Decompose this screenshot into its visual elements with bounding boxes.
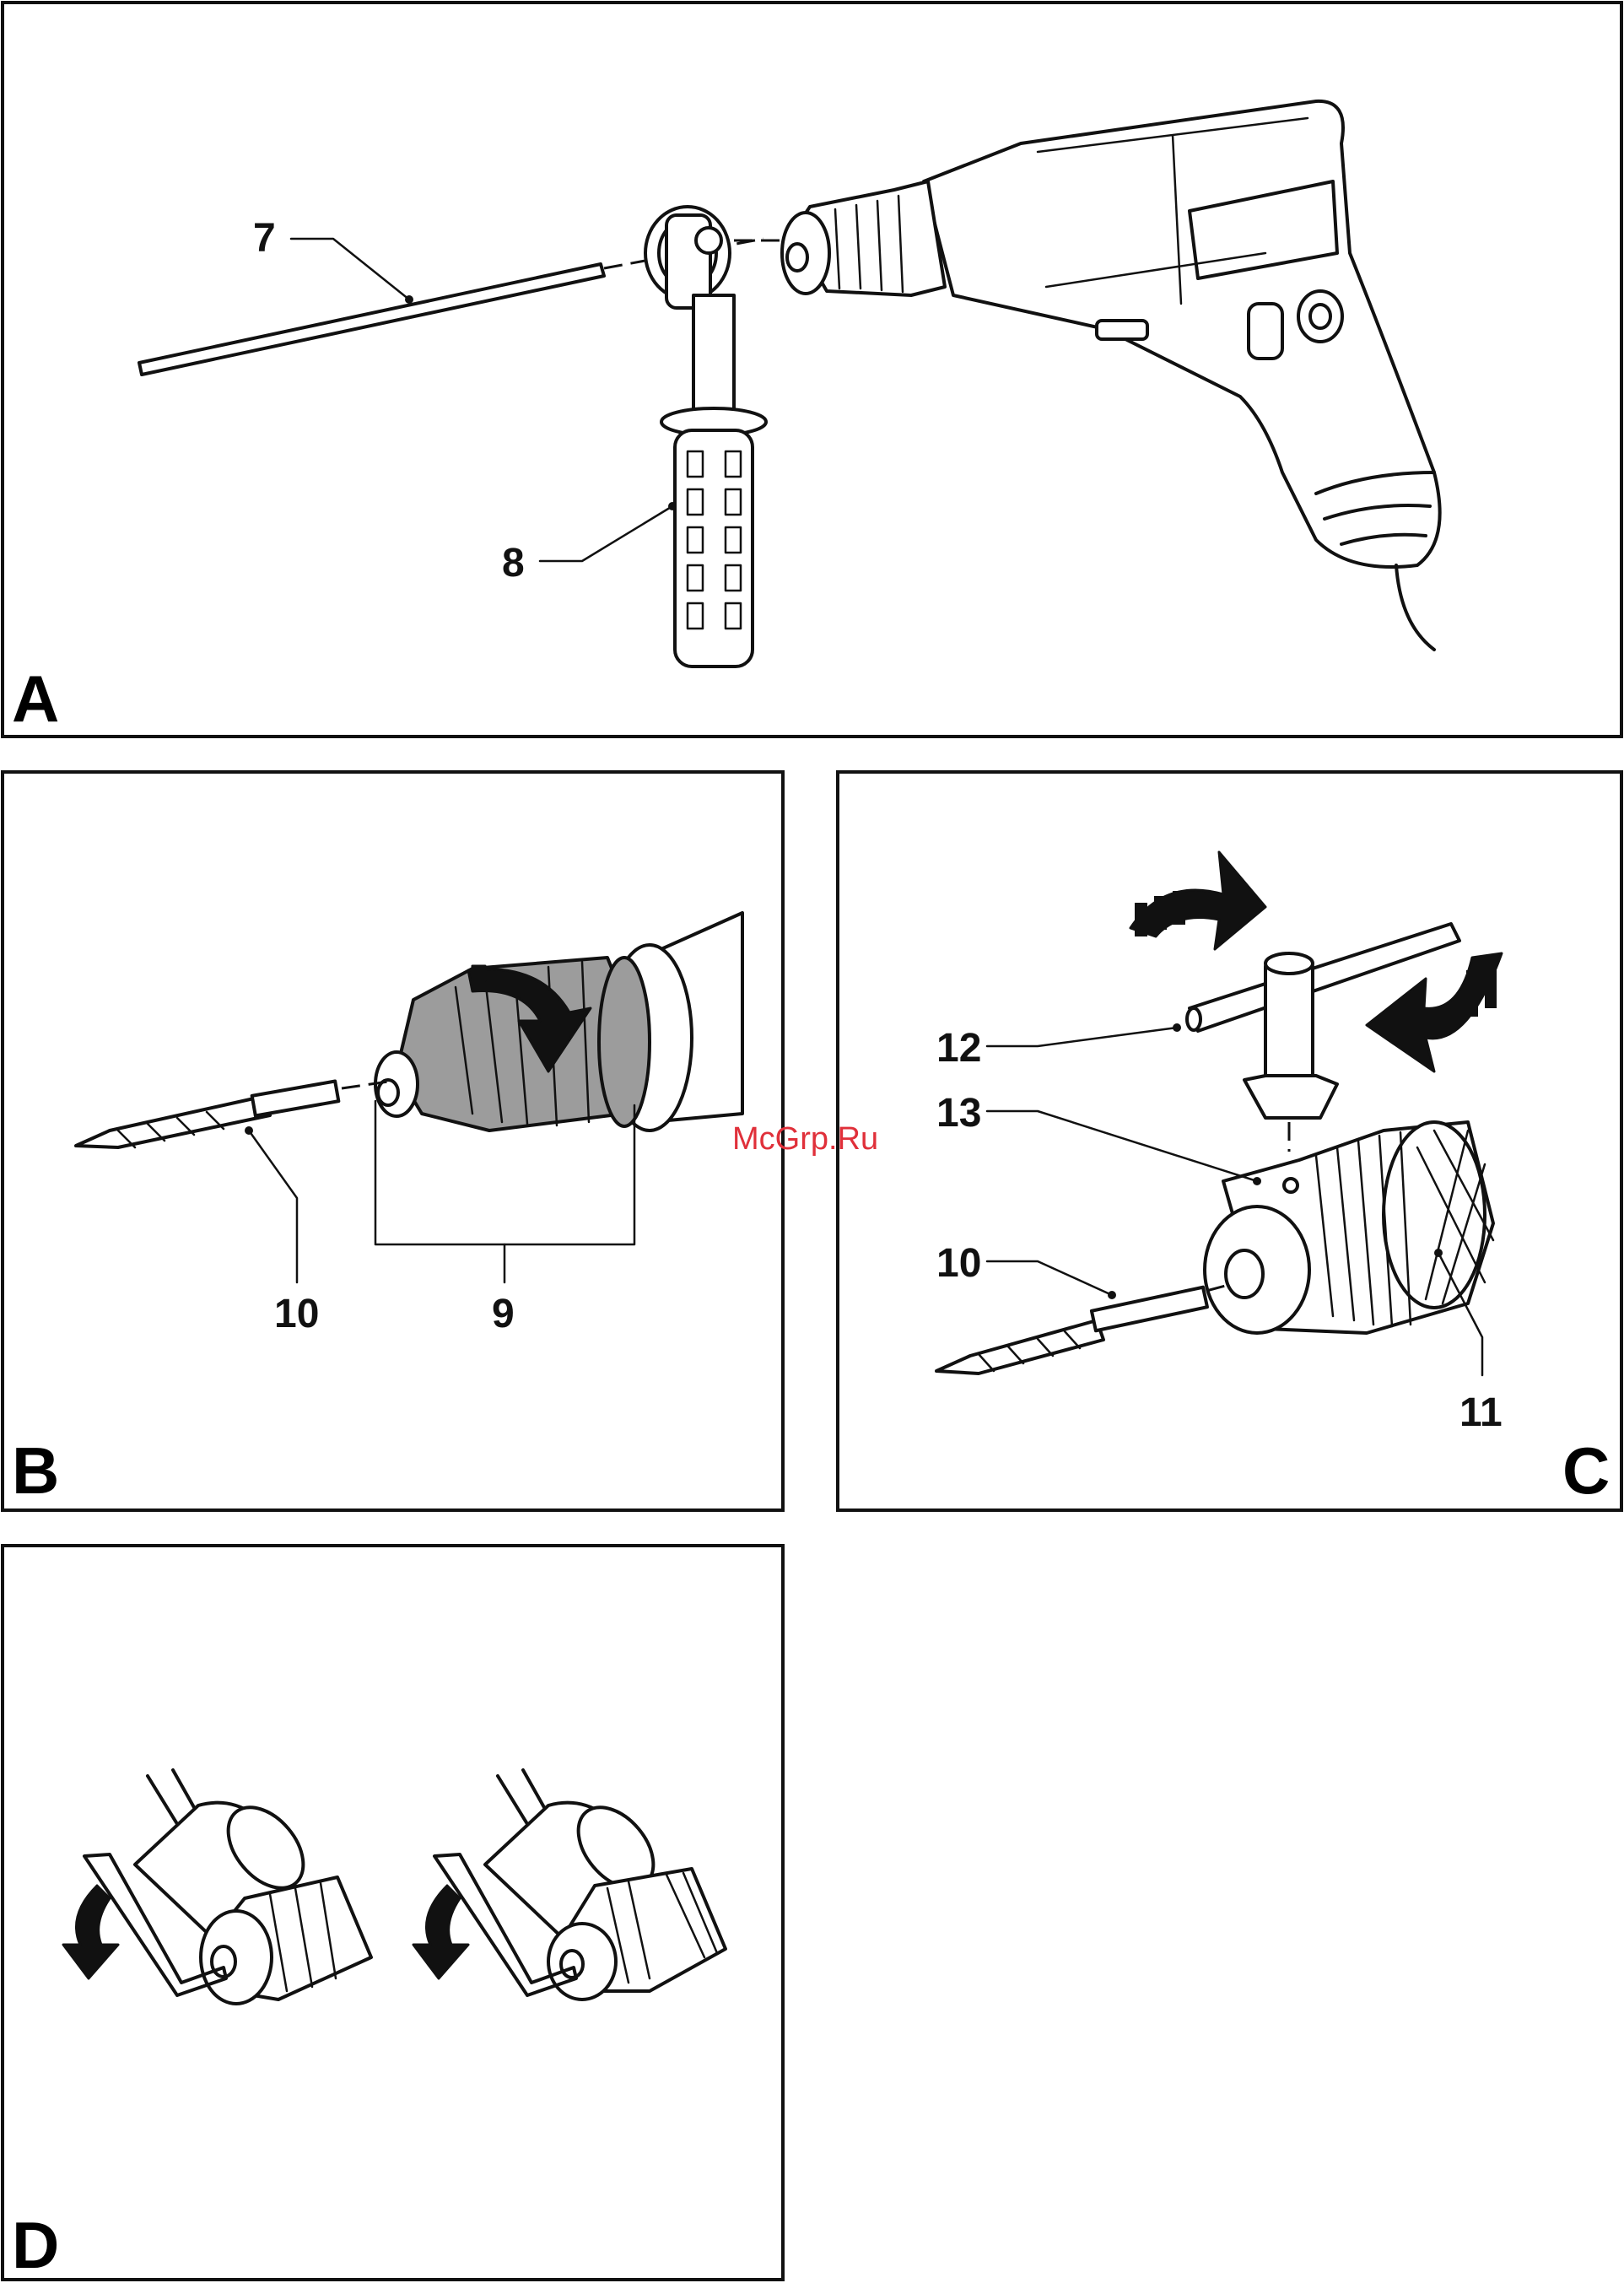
- panel-d-letter: D: [12, 2208, 59, 2282]
- callout-10-b-label: 10: [274, 1292, 319, 1336]
- watermark: McGrp.Ru: [732, 1121, 878, 1157]
- callout-8-label: 8: [502, 541, 525, 586]
- callout-12-label: 12: [936, 1026, 981, 1071]
- panel-c-letter: C: [1562, 1433, 1610, 1508]
- panel-d: D: [3, 1546, 783, 2282]
- callout-10-c-label: 10: [936, 1241, 981, 1286]
- callout-7-label: 7: [253, 216, 276, 261]
- panel-b-letter: B: [12, 1433, 59, 1508]
- panel-a: 7 8 A: [3, 3, 1621, 737]
- panel-a-letter: A: [12, 661, 59, 736]
- callout-13-label: 13: [936, 1091, 981, 1136]
- panel-b: 10 9 B: [3, 772, 783, 1510]
- panel-c: 12 13 10 11 C: [838, 772, 1621, 1510]
- callout-9-label: 9: [492, 1292, 515, 1336]
- callout-11-label: 11: [1459, 1390, 1503, 1435]
